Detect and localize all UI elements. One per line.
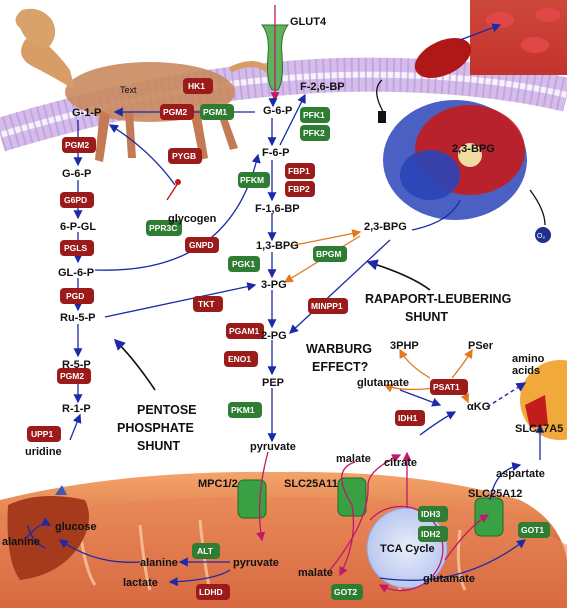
label-pser: PSer xyxy=(468,340,494,352)
enzyme-pgm2-c: PGM2 xyxy=(60,371,84,381)
label-ru5p: Ru-5-P xyxy=(60,312,95,324)
enzyme-tkt: TKT xyxy=(198,299,215,309)
label-malate-mito: malate xyxy=(298,567,333,579)
enzyme-pfkm: PFKM xyxy=(240,175,264,185)
enzyme-psat1: PSAT1 xyxy=(433,382,460,392)
enzyme-ppr3c: PPR3C xyxy=(149,223,177,233)
label-citrate: citrate xyxy=(384,457,417,469)
slc25a11-transporter xyxy=(337,477,367,517)
enzyme-fbp2: FBP2 xyxy=(288,184,310,194)
label-pyruvate-cyto: pyruvate xyxy=(250,441,296,453)
enzyme-pgm2-b: PGM2 xyxy=(65,140,89,150)
label-f16bp: F-1,6-BP xyxy=(255,203,300,215)
label-23bpg-hb: 2,3-BPG xyxy=(452,143,495,155)
slc17a5-transporter xyxy=(525,395,548,428)
enzyme-alt: ALT xyxy=(197,546,214,556)
label-lactate: lactate xyxy=(123,577,158,589)
enzyme-got1: GOT1 xyxy=(521,525,544,535)
enzyme-pfk1: PFK1 xyxy=(303,110,325,120)
label-f6p: F-6-P xyxy=(262,147,290,159)
label-f26bp: F-2,6-BP xyxy=(300,81,345,93)
enzyme-idh1: IDH1 xyxy=(398,413,418,423)
label-g6p-top: G-6-P xyxy=(263,105,292,117)
label-mpc: MPC1/2 xyxy=(198,478,238,490)
enzyme-pgd: PGD xyxy=(66,291,84,301)
enzyme-pgm2-a: PGM2 xyxy=(163,107,187,117)
label-2pg: 2-PG xyxy=(261,330,287,342)
label-pyruvate-mito: pyruvate xyxy=(233,557,279,569)
enzyme-got2: GOT2 xyxy=(334,587,357,597)
label-3pg: 3-PG xyxy=(261,279,287,291)
o2-label: O₂ xyxy=(537,233,545,240)
enzyme-eno1: ENO1 xyxy=(228,354,251,364)
blood-vessel xyxy=(470,0,567,75)
label-r1p: R-1-P xyxy=(62,403,91,415)
enzyme-minpp1: MINPP1 xyxy=(311,301,343,311)
label-akg: αKG xyxy=(467,401,490,413)
label-glucose: glucose xyxy=(55,521,97,533)
label-6pgl: 6-P-GL xyxy=(60,221,96,233)
enzyme-pkm1: PKM1 xyxy=(231,405,255,415)
red-blood-cell xyxy=(414,38,472,78)
label-slc25a12: SLC25A12 xyxy=(468,488,522,500)
label-glycogen: glycogen xyxy=(168,213,217,225)
hemoglobin-structure xyxy=(383,100,527,220)
label-alanine-mito: alanine xyxy=(140,557,178,569)
slc25a12-transporter xyxy=(474,497,504,537)
enzyme-tags: HK1 PGM2 PGM2 PYGB G6PD PGLS GNPD PGD PG… xyxy=(27,78,550,600)
glut4-label: GLUT4 xyxy=(290,16,327,28)
label-slc25a11: SLC25A11 xyxy=(284,478,338,490)
label-g1p: G-1-P xyxy=(72,107,101,119)
enzyme-pfk2: PFK2 xyxy=(303,128,325,138)
label-glutamate-mito: glutamate xyxy=(423,573,475,585)
enzyme-pgm1: PGM1 xyxy=(203,107,227,117)
enzyme-pygb: PYGB xyxy=(172,151,196,161)
label-glutamate-cyto: glutamate xyxy=(357,377,409,389)
label-alanine-liver: alanine xyxy=(2,536,40,548)
label-pep: PEP xyxy=(262,377,284,389)
label-13bpg: 1,3-BPG xyxy=(256,240,299,252)
label-g6p-left: G-6-P xyxy=(62,168,91,180)
enzyme-idh3: IDH3 xyxy=(421,509,441,519)
liver xyxy=(7,485,89,580)
enzyme-ldhd: LDHD xyxy=(199,587,223,597)
enzyme-pgam1: PGAM1 xyxy=(229,326,260,336)
label-gl6p: GL-6-P xyxy=(58,267,94,279)
enzyme-hk1: HK1 xyxy=(188,81,205,91)
enzyme-pgls: PGLS xyxy=(64,243,87,253)
label-tca: TCA Cycle xyxy=(380,543,435,555)
text-note: Text xyxy=(120,85,137,95)
enzyme-fbp1: FBP1 xyxy=(288,166,310,176)
label-malate-cyto: malate xyxy=(336,453,371,465)
label-uridine: uridine xyxy=(25,446,62,458)
label-23bpg-mid: 2,3-BPG xyxy=(364,221,407,233)
label-slc17a5: SLC17A5 xyxy=(515,423,563,435)
label-3php: 3PHP xyxy=(390,340,419,352)
enzyme-g6pd: G6PD xyxy=(64,195,87,205)
enzyme-gnpd: GNPD xyxy=(189,240,214,250)
enzyme-upp1: UPP1 xyxy=(31,429,53,439)
enzyme-bpgm: BPGM xyxy=(316,249,342,259)
label-aspartate: aspartate xyxy=(496,468,545,480)
enzyme-pgk1: PGK1 xyxy=(232,259,255,269)
oxygen-icon xyxy=(535,227,551,243)
label-r5p: R-5-P xyxy=(62,359,91,371)
enzyme-idh2: IDH2 xyxy=(421,529,441,539)
